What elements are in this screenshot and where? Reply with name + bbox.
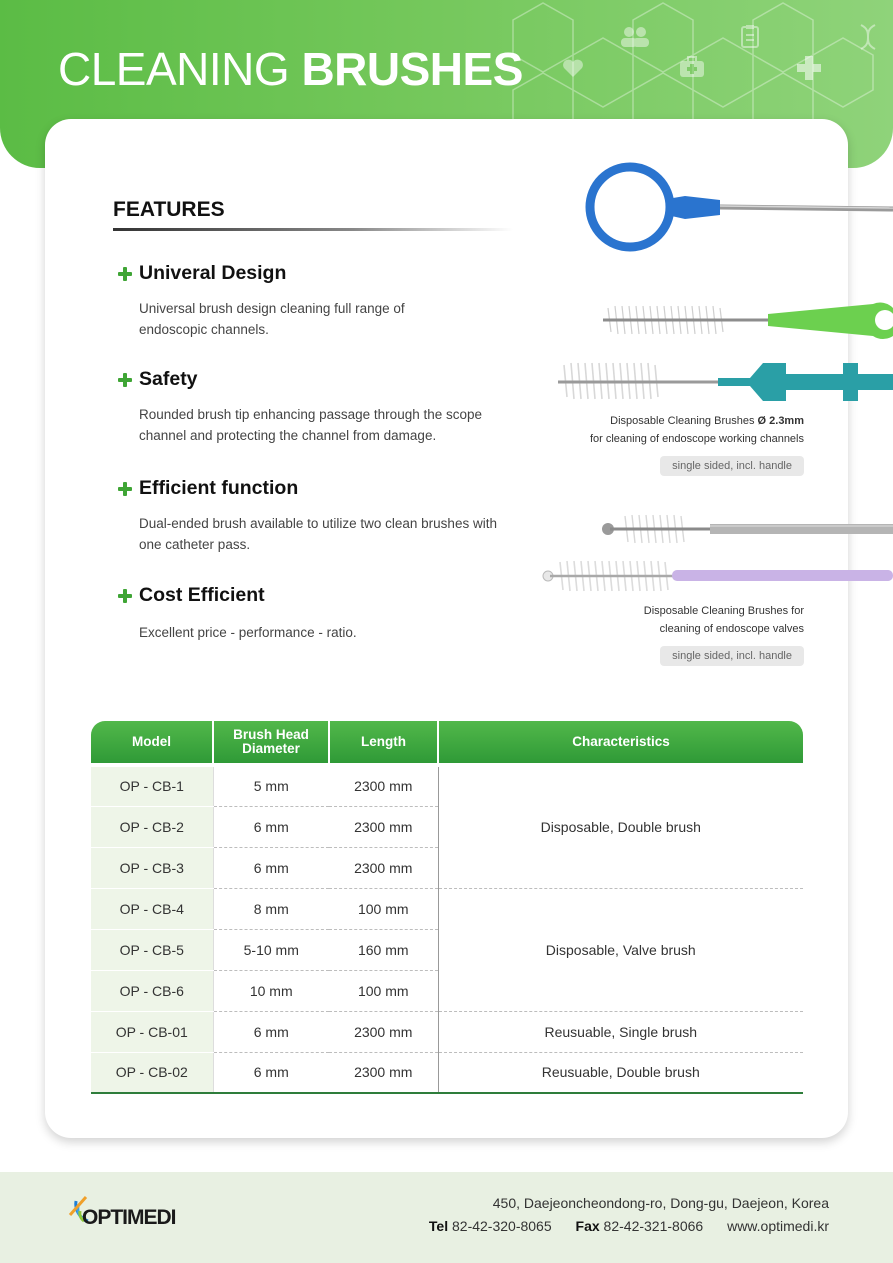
diameter-cell: 6 mm bbox=[213, 1011, 329, 1053]
product-caption: Disposable Cleaning Brushes Ø 2.3mm for c… bbox=[590, 412, 804, 448]
length-cell: 2300 mm bbox=[329, 1052, 439, 1094]
tel-label: Tel bbox=[428, 1218, 449, 1234]
feature-title: Cost Efficient bbox=[139, 584, 265, 606]
first-aid-kit-icon bbox=[680, 56, 704, 77]
features-heading: FEATURES bbox=[113, 198, 225, 221]
characteristics-cell: Reusuable, Double brush bbox=[438, 1052, 803, 1094]
table-header-row: Model Brush Head Diameter Length Charact… bbox=[91, 721, 803, 765]
model-cell: OP - CB-6 bbox=[91, 970, 214, 1012]
product-caption-bold: Ø 2.3mm bbox=[757, 415, 804, 427]
product-caption-line1: Disposable Cleaning Brushes bbox=[610, 415, 758, 427]
product-caption-line1: Disposable Cleaning Brushes for bbox=[643, 605, 804, 617]
dna-icon bbox=[860, 24, 876, 50]
column-header-diameter: Brush Head Diameter bbox=[213, 721, 330, 765]
valve-brush-lilac-image bbox=[542, 560, 893, 592]
feature-text: Excellent price - performance - ratio. bbox=[139, 625, 357, 640]
table-row: OP - CB-01 6 mm 2300 mm Reusuable, Singl… bbox=[91, 1011, 803, 1053]
product-caption-line2: for cleaning of endoscope working channe… bbox=[589, 433, 804, 445]
teal-handle-brush-image bbox=[558, 362, 893, 401]
ring-handle-brush-image bbox=[585, 162, 893, 252]
model-cell: OP - CB-02 bbox=[91, 1052, 214, 1094]
characteristics-cell: Disposable, Valve brush bbox=[438, 888, 803, 1012]
length-cell: 2300 mm bbox=[329, 847, 439, 889]
product-tag: single sided, incl. handle bbox=[660, 456, 804, 476]
company-address: 450, Daejeoncheondong-ro, Dong-gu, Daeje… bbox=[492, 1195, 829, 1211]
model-cell: OP - CB-1 bbox=[91, 763, 214, 807]
feature-text: Rounded brush tip enhancing passage thro… bbox=[139, 407, 483, 443]
model-cell: OP - CB-4 bbox=[91, 888, 214, 930]
plus-icon bbox=[118, 267, 132, 281]
column-header-length: Length bbox=[329, 721, 439, 765]
table-row: OP - CB-5 5-10 mm 160 mm bbox=[91, 929, 803, 971]
characteristics-cell: Reusuable, Single brush bbox=[438, 1011, 803, 1053]
product-tag: single sided, incl. handle bbox=[660, 646, 804, 666]
feature-title: Efficient function bbox=[139, 477, 299, 499]
plus-icon bbox=[118, 482, 132, 496]
diameter-cell: 10 mm bbox=[213, 970, 329, 1012]
product-caption-line2: cleaning of endoscope valves bbox=[659, 623, 804, 635]
company-logo-text: OPTIMEDI bbox=[82, 1206, 177, 1229]
characteristics-cell: Disposable, Double brush bbox=[438, 763, 803, 889]
length-cell: 2300 mm bbox=[329, 763, 439, 807]
diameter-cell: 6 mm bbox=[213, 847, 329, 889]
column-header-model: Model bbox=[91, 721, 214, 765]
table-row: OP - CB-3 6 mm 2300 mm bbox=[91, 847, 803, 889]
model-cell: OP - CB-5 bbox=[91, 929, 214, 971]
tel-number: 82-42-320-8065 bbox=[452, 1218, 552, 1234]
model-cell: OP - CB-3 bbox=[91, 847, 214, 889]
diameter-cell: 5-10 mm bbox=[213, 929, 329, 971]
column-header-characteristics: Characteristics bbox=[438, 721, 803, 765]
page-title-light: CLEANING bbox=[58, 43, 302, 95]
table-row: OP - CB-1 5 mm 2300 mm Disposable, Doubl… bbox=[91, 763, 803, 889]
length-cell: 100 mm bbox=[329, 888, 439, 930]
valve-brush-metal-image bbox=[602, 514, 893, 544]
length-cell: 100 mm bbox=[329, 970, 439, 1012]
optimedi-logo-icon bbox=[68, 1196, 89, 1223]
green-handle-brush-image bbox=[603, 302, 893, 340]
fax-label: Fax bbox=[575, 1218, 600, 1234]
spec-table: Model Brush Head Diameter Length Charact… bbox=[91, 721, 803, 1094]
feature-title: Univeral Design bbox=[139, 262, 287, 284]
model-cell: OP - CB-01 bbox=[91, 1011, 214, 1053]
diameter-cell: 5 mm bbox=[213, 763, 329, 807]
length-cell: 2300 mm bbox=[329, 1011, 439, 1053]
feature-title: Safety bbox=[139, 368, 198, 390]
page-title: CLEANING BRUSHES bbox=[58, 42, 523, 96]
medical-cross-icon bbox=[797, 56, 821, 80]
length-cell: 2300 mm bbox=[329, 806, 439, 848]
product-caption: Disposable Cleaning Brushes for cleaning … bbox=[644, 602, 804, 638]
diameter-cell: 6 mm bbox=[213, 1052, 329, 1094]
table-row: OP - CB-2 6 mm 2300 mm bbox=[91, 806, 803, 848]
website-link[interactable]: www.optimedi.kr bbox=[727, 1218, 829, 1234]
clipboard-icon bbox=[741, 25, 759, 48]
table-row: OP - CB-6 10 mm 100 mm bbox=[91, 970, 803, 1012]
features-divider bbox=[113, 228, 513, 231]
heart-icon bbox=[563, 59, 583, 77]
footer bbox=[0, 1172, 893, 1263]
page-title-bold: BRUSHES bbox=[301, 43, 523, 95]
model-cell: OP - CB-2 bbox=[91, 806, 214, 848]
diameter-cell: 8 mm bbox=[213, 888, 329, 930]
users-icon bbox=[621, 27, 649, 47]
plus-icon bbox=[118, 589, 132, 603]
table-row: OP - CB-4 8 mm 100 mm Disposable, Valve … bbox=[91, 888, 803, 1012]
table-row: OP - CB-02 6 mm 2300 mm Reusuable, Doubl… bbox=[91, 1052, 803, 1094]
company-contact: Tel 82-42-320-8065 Fax 82-42-321-8066 ww… bbox=[429, 1218, 829, 1234]
fax-number: 82-42-321-8066 bbox=[603, 1218, 704, 1234]
diameter-cell: 6 mm bbox=[213, 806, 329, 848]
feature-text: Universal brush design cleaning full ran… bbox=[139, 301, 405, 337]
length-cell: 160 mm bbox=[329, 929, 439, 971]
feature-text: Dual-ended brush available to utilize tw… bbox=[139, 516, 497, 552]
plus-icon bbox=[118, 373, 132, 387]
